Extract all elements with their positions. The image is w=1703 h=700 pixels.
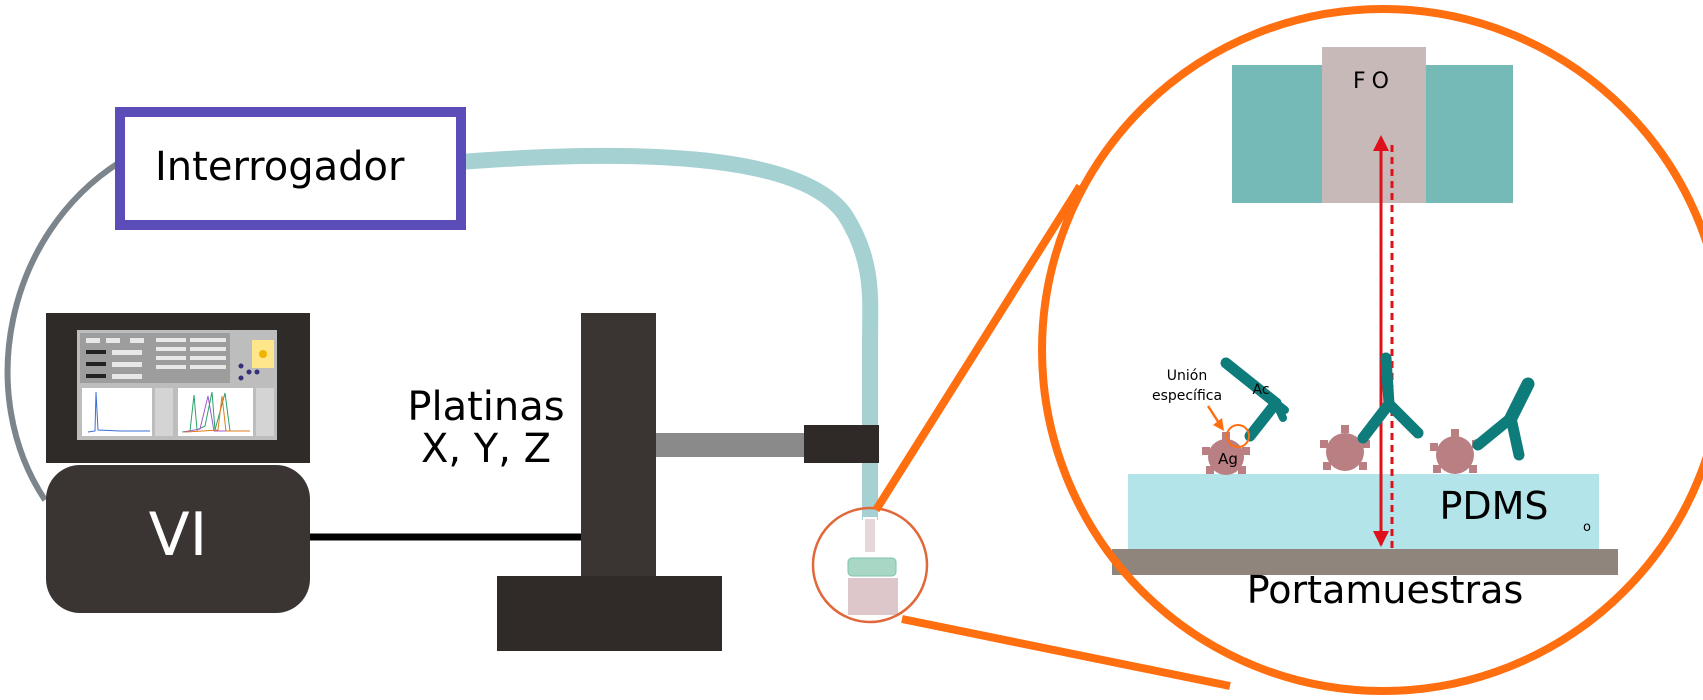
portamuestras-label: Portamuestras: [1247, 568, 1524, 612]
union-label-line1: Unión: [1167, 368, 1207, 384]
fo-holder-left: [1232, 65, 1322, 203]
detail-source-circle: [811, 506, 929, 624]
fo-label: FO: [1353, 69, 1395, 94]
fiber-tip: [863, 517, 877, 554]
interrogador-box: [115, 107, 466, 230]
light-beams: [1373, 135, 1394, 548]
fo-core: [1322, 47, 1426, 203]
pdms-label: PDMS: [1439, 484, 1548, 528]
zoom-line-top: [872, 183, 1084, 513]
union-label-line2: específica: [1152, 388, 1222, 404]
ac-label: Ac: [1252, 382, 1269, 398]
antibody-1: [1220, 357, 1289, 442]
platinas-label: Platinas: [407, 384, 564, 430]
antigen-2: [1320, 425, 1370, 471]
platinas-axes-label: X, Y, Z: [421, 426, 551, 472]
pdms-layer: [1128, 474, 1599, 550]
antibody-3: [1472, 377, 1535, 461]
tip-green-block: [847, 557, 897, 577]
stage-column: [581, 313, 656, 578]
binding-highlight-circle: [1226, 424, 1250, 448]
fiber-optic-cable: [459, 147, 879, 520]
fiber-clamp: [804, 425, 879, 463]
stage-arm: [656, 433, 806, 457]
pdms-mark: o: [1583, 520, 1591, 535]
fo-holder-right: [1425, 65, 1513, 203]
software-screen: [77, 330, 277, 440]
ag-label: Ag: [1218, 450, 1238, 468]
portamuestras-slide: [1112, 549, 1618, 575]
vi-box: [46, 465, 310, 613]
interrogador-label: Interrogador: [155, 144, 405, 190]
stage-base: [497, 576, 722, 651]
interrogador-vi-cable: [4, 159, 122, 502]
antibody-2: [1357, 352, 1424, 444]
binding-arrow: [1206, 405, 1224, 431]
tip-sample-block: [848, 578, 898, 615]
vi-label: VI: [149, 500, 208, 570]
zoom-circle: [1038, 5, 1703, 695]
antigen-1: [1202, 432, 1250, 475]
zoom-line-bottom: [901, 615, 1231, 690]
